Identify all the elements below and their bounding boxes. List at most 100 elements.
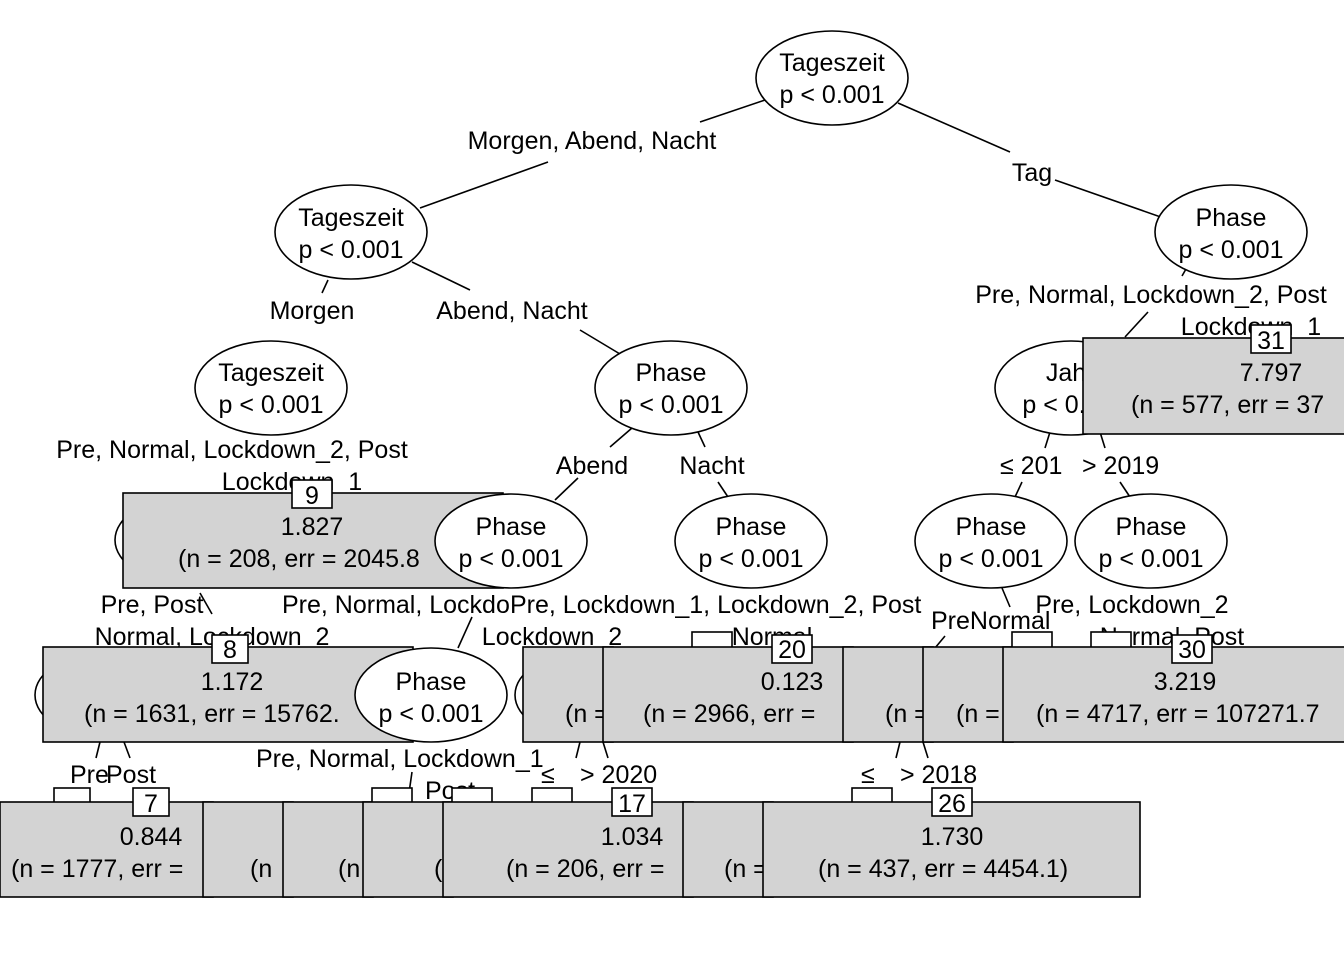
edge-label: Pre, Lockdown_2 — [1035, 591, 1228, 619]
node-n5: Phase p < 0.001 — [594, 340, 748, 436]
leaf-value: 0.123 — [761, 668, 824, 696]
leaf-value: 0.844 — [120, 823, 183, 851]
edge — [1119, 481, 1131, 498]
edge-label: Morgen, Abend, Nacht — [468, 127, 717, 155]
leaf-24: (n = — [842, 646, 934, 743]
leaf-value: 3.219 — [1154, 668, 1217, 696]
edge-label: > 2019 — [1082, 452, 1159, 480]
node-n1: Tageszeit p < 0.001 — [755, 30, 909, 126]
node-pvalue: p < 0. — [1022, 391, 1085, 419]
edge-label: > 2018 — [900, 761, 977, 789]
edge-label: Pre, Normal, Lockdo — [282, 591, 510, 619]
edge-label: Pre, Normal, Lockdown_2, Post — [56, 436, 408, 464]
leaf-17: 17 1.034 (n = 206, err = — [442, 787, 694, 898]
node-variable: Phase — [1196, 204, 1267, 232]
node-variable: Phase — [1116, 513, 1187, 541]
edge-label: ≤ — [861, 761, 875, 789]
leaf-20: 20 0.123 (n = 2966, err = — [602, 634, 854, 743]
node-n8: Phase p < 0.001 — [354, 647, 508, 743]
edge — [1044, 431, 1051, 449]
leaf-31: 31 7.797 (n = 577, err = 37 — [1082, 324, 1344, 435]
node-pvalue: p < 0.001 — [780, 81, 885, 109]
leaf-id: 17 — [618, 790, 646, 818]
edge-label: Nacht — [679, 452, 744, 480]
edge-label: PreNormal — [931, 607, 1050, 635]
leaf-value: 1.730 — [921, 823, 984, 851]
leaf-stats: (n = 1777, err = — [11, 855, 183, 883]
edge-label: Morgen — [270, 297, 355, 325]
leaf-value: 1.827 — [281, 513, 344, 541]
node-variable: Jah — [1046, 359, 1086, 387]
edge-labels-upper: Morgen, Abend, Nacht Tag Morgen Abend, N… — [56, 127, 1327, 496]
edge-labels-row4: Pre, Post Normal, Lockdown_2 Pre, Normal… — [95, 591, 1245, 651]
node-variable: Phase — [716, 513, 787, 541]
edge-label: Pre, Post — [101, 591, 204, 619]
edge — [1014, 481, 1023, 498]
edge — [897, 102, 1011, 153]
leaf-value: 1.172 — [201, 668, 264, 696]
node-pvalue: p < 0.001 — [379, 700, 484, 728]
edge — [697, 431, 706, 448]
leaf-id: 7 — [144, 790, 158, 818]
edge — [199, 592, 213, 615]
edge-label: Pre, Lockdown_1, Lockdown_2, Post — [510, 591, 921, 619]
node-pvalue: p < 0.001 — [299, 236, 404, 264]
node-n10: Phase p < 0.001 — [914, 493, 1068, 589]
node-variable: Phase — [476, 513, 547, 541]
node-pvalue: p < 0.001 — [459, 545, 564, 573]
leaf-7: 7 0.844 (n = 1777, err = — [0, 787, 214, 898]
edge-label: Abend — [556, 452, 628, 480]
node-variable: Phase — [396, 668, 467, 696]
leaf-stats: (n — [250, 855, 272, 883]
edge-label: Abend, Nacht — [436, 297, 588, 325]
leaf-value: 1.034 — [601, 823, 664, 851]
edge-label: Pre, Normal, Lockdown_1 — [256, 745, 544, 773]
leaf-22: (n = — [682, 801, 774, 898]
leaf-stats: (n = 4717, err = 107271.7 — [1036, 700, 1320, 728]
leaf-stats: (n = 2966, err = — [643, 700, 815, 728]
node-pvalue: p < 0.001 — [699, 545, 804, 573]
leaf-stats: ( — [434, 855, 443, 883]
edge-label: ≤ 201 — [1000, 452, 1062, 480]
leaf-stats: (n = — [565, 700, 609, 728]
edge — [895, 741, 901, 759]
leaf-value: 7.797 — [1240, 359, 1303, 387]
edge — [321, 279, 329, 294]
leaf-id: 26 — [938, 790, 966, 818]
edge — [1001, 587, 1011, 608]
node-variable: Phase — [956, 513, 1027, 541]
leaf-stats: (n = 437, err = 4454.1) — [818, 855, 1068, 883]
node-variable: Tageszeit — [779, 49, 885, 77]
leaf-26: 26 1.730 (n = 437, err = 4454.1) — [762, 787, 1141, 898]
edge-label: Pre — [70, 761, 109, 789]
node-variable: Phase — [636, 359, 707, 387]
node-n7: Phase p < 0.001 — [674, 493, 828, 589]
edge-label: ≤ — [541, 761, 555, 789]
leaf-stats: (n = 208, err = 2045.8 — [178, 545, 420, 573]
node-pvalue: p < 0.001 — [939, 545, 1044, 573]
node-pvalue: p < 0.001 — [619, 391, 724, 419]
edge — [609, 427, 633, 448]
edge — [934, 635, 946, 649]
edge — [419, 161, 549, 209]
edge — [411, 261, 471, 291]
leaf-stats: (n = 1631, err = 15762. — [84, 700, 340, 728]
edge — [575, 741, 581, 759]
leaf-id: 30 — [1178, 636, 1206, 664]
node-variable: Tageszeit — [298, 204, 404, 232]
node-variable: Tageszeit — [218, 359, 324, 387]
edge — [457, 616, 473, 649]
edge — [922, 741, 929, 759]
edge — [579, 329, 621, 355]
leaf-12: (n — [202, 801, 294, 898]
leaf-19: (n = — [522, 631, 733, 743]
edge-label: > 2020 — [580, 761, 657, 789]
edge — [123, 741, 131, 759]
edge — [95, 741, 101, 759]
edge — [717, 481, 729, 498]
edge-labels-row6: Pre Post Pre, Normal, Lockdown_1 Post ≤ … — [70, 745, 977, 805]
leaf-id: 31 — [1257, 327, 1285, 355]
leaf-stats: (n = 206, err = — [506, 855, 664, 883]
leaf-id: 9 — [305, 482, 319, 510]
